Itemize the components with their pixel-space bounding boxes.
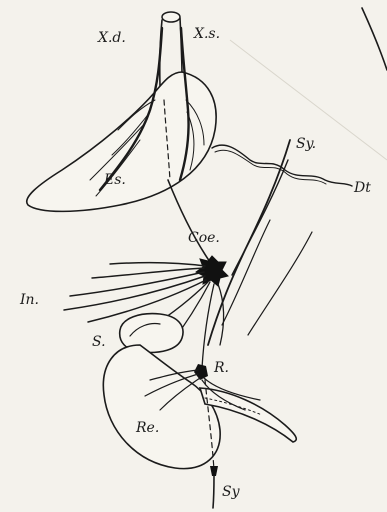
- label-vagus-sinister: X.s.: [193, 26, 220, 42]
- esophagus-opening: [162, 12, 180, 22]
- label-esophagus-stomach: Es.: [103, 172, 126, 188]
- label-sympathetic-lower: Sy: [222, 484, 241, 500]
- label-sympathetic-upper: Sy.: [296, 136, 316, 152]
- label-renal: R.: [213, 360, 229, 376]
- label-coeliac: Coe.: [188, 230, 220, 246]
- label-rectum: Re.: [135, 420, 159, 436]
- label-spleen: S.: [92, 334, 106, 350]
- label-vagus-dexter: X.d.: [97, 30, 126, 46]
- label-duct: Dt: [353, 180, 371, 196]
- label-intestine: In.: [19, 292, 39, 308]
